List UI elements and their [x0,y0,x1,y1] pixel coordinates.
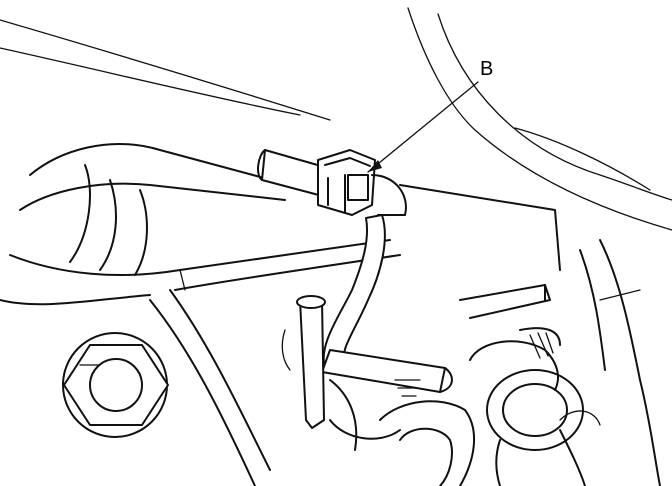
mounting-stud [296,295,326,429]
frame-member [149,289,271,486]
body-panel [0,7,672,231]
hex-nut [62,332,169,438]
callout-label-b: B [480,58,494,80]
engine-components [281,239,661,486]
hose-lower [321,214,453,393]
callout-leader [367,81,479,173]
bracket [459,284,561,359]
connector [317,149,407,216]
mounting-rail [0,143,561,306]
